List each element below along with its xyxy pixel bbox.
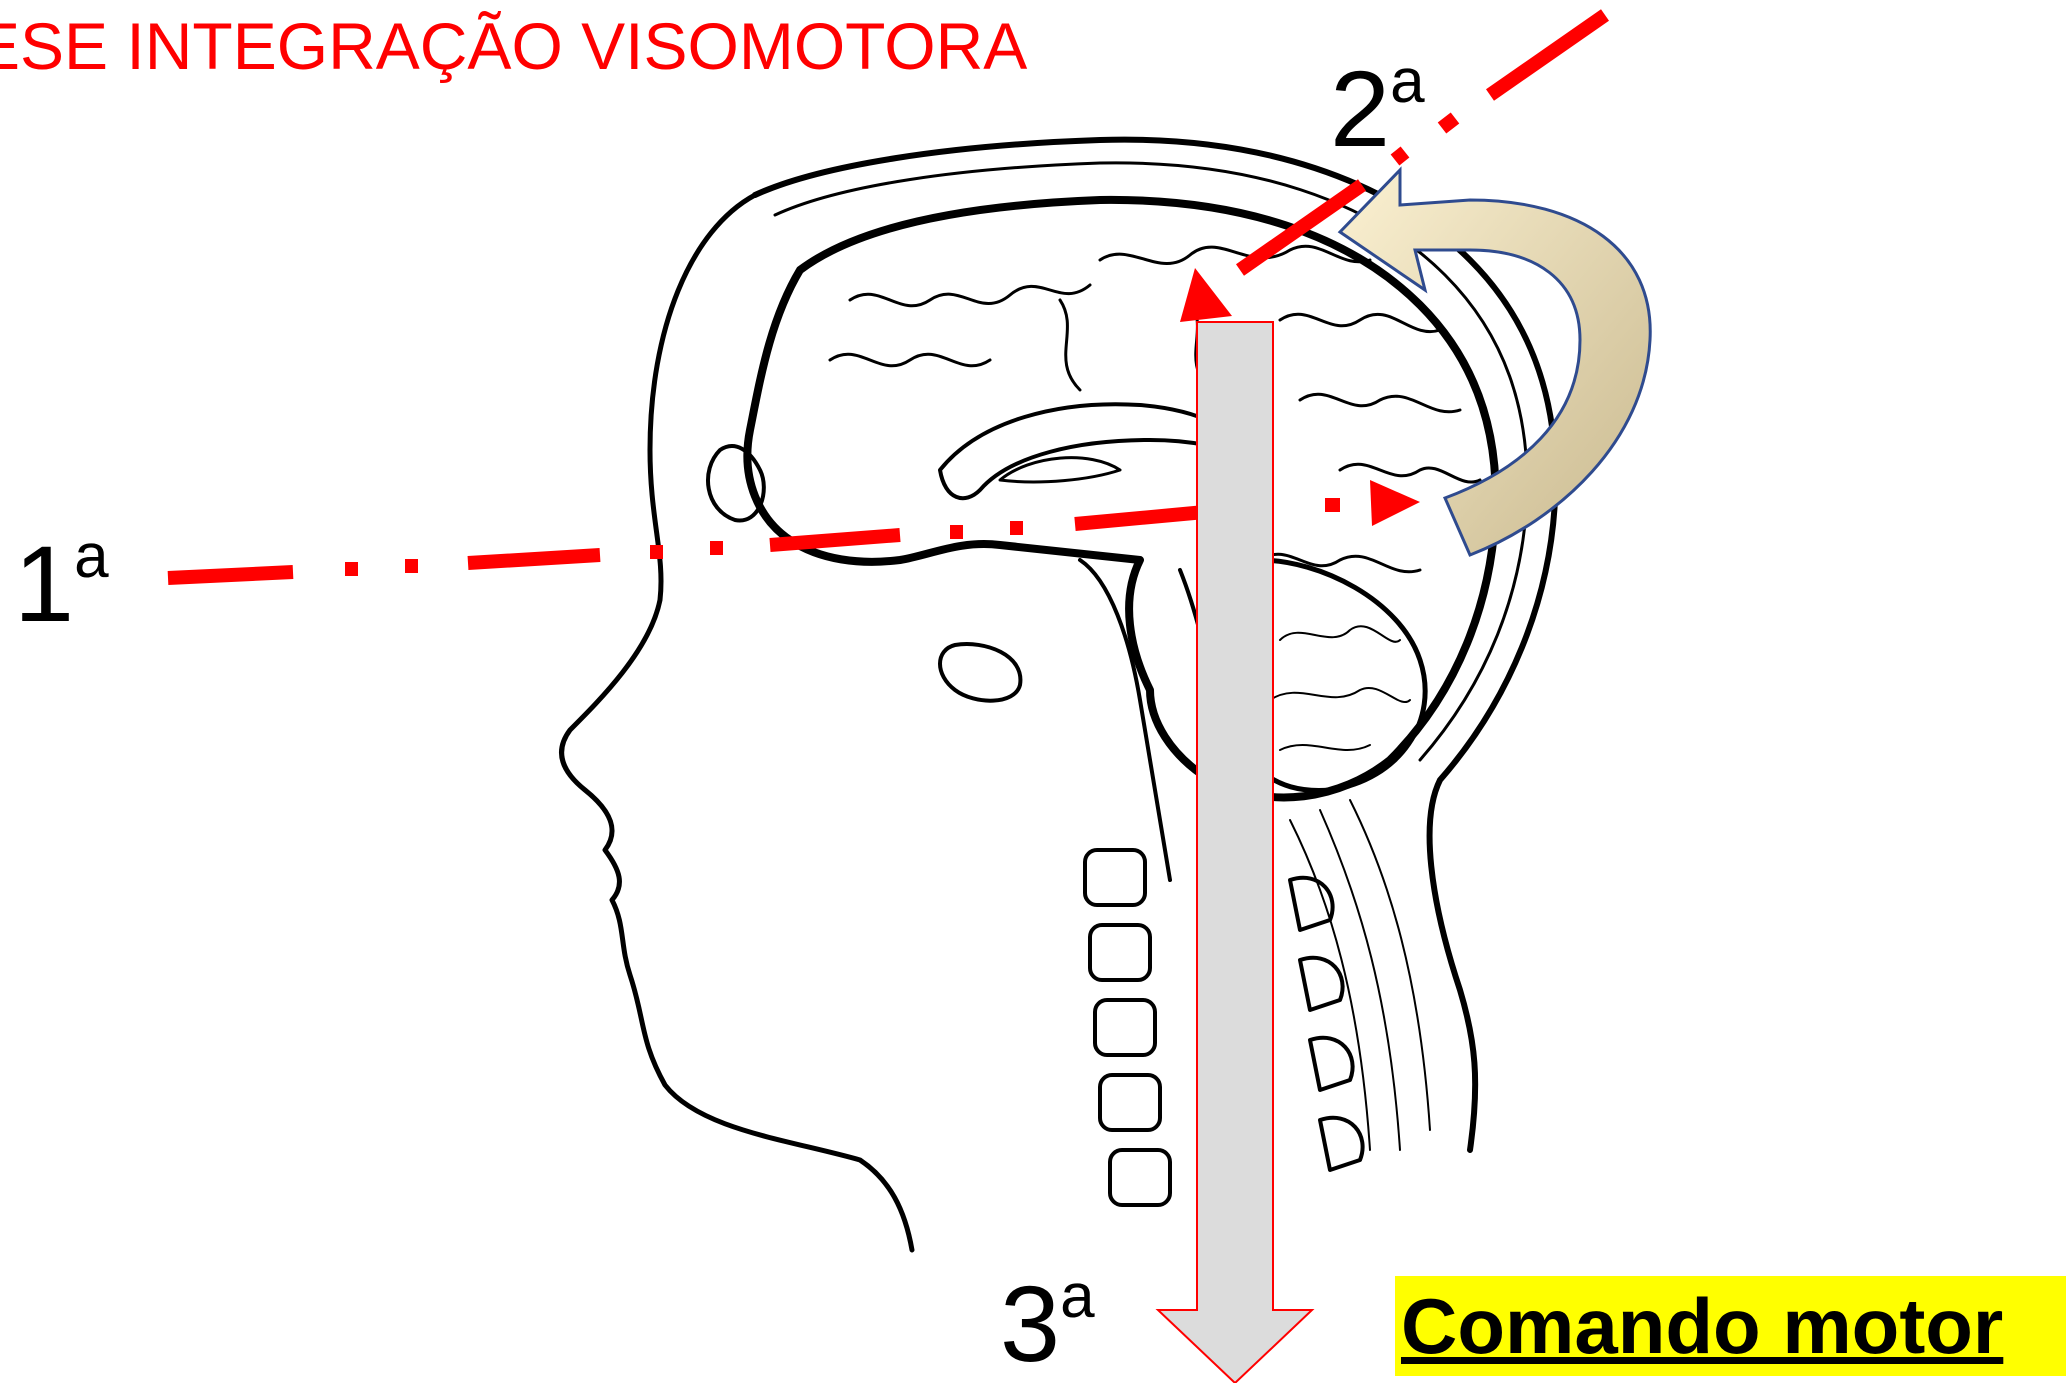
skull-inner-line xyxy=(773,161,1529,762)
step-1-label: 1a xyxy=(14,526,109,638)
sphenoid-sinus xyxy=(938,642,1023,703)
neck-muscles xyxy=(1289,799,1431,1151)
step-2-label: 2a xyxy=(1330,51,1425,163)
motor-command-label: Comando motor xyxy=(1395,1276,2066,1376)
step-2-number: 2 xyxy=(1330,48,1391,169)
visual-input-path xyxy=(167,498,1340,585)
step-3-label: 3a xyxy=(1000,1266,1095,1378)
integration-path xyxy=(1235,9,1609,276)
brainstem xyxy=(1078,558,1172,882)
skull-outline xyxy=(752,136,1559,1153)
path-arrowhead-right xyxy=(1370,480,1420,526)
ventricle xyxy=(998,456,1122,484)
cortical-gyri xyxy=(828,244,1482,574)
face-profile xyxy=(559,192,915,1253)
step-3-number: 3 xyxy=(1000,1263,1061,1384)
step-1-suffix: a xyxy=(74,522,109,591)
downward-arrow xyxy=(1155,321,1315,1383)
head-sagittal-section-illustration xyxy=(559,136,1559,1253)
cervical-vertebrae xyxy=(1083,848,1365,1207)
step-3-suffix: a xyxy=(1060,1262,1095,1331)
integration-arrowhead xyxy=(1180,268,1232,322)
step-1-number: 1 xyxy=(14,523,75,644)
diagram-title: ESE INTEGRAÇÃO VISOMOTORA xyxy=(0,9,1028,83)
curved-feedback-arrow xyxy=(1337,166,1652,557)
step-2-suffix: a xyxy=(1390,47,1425,116)
frontal-sinus xyxy=(706,444,766,523)
